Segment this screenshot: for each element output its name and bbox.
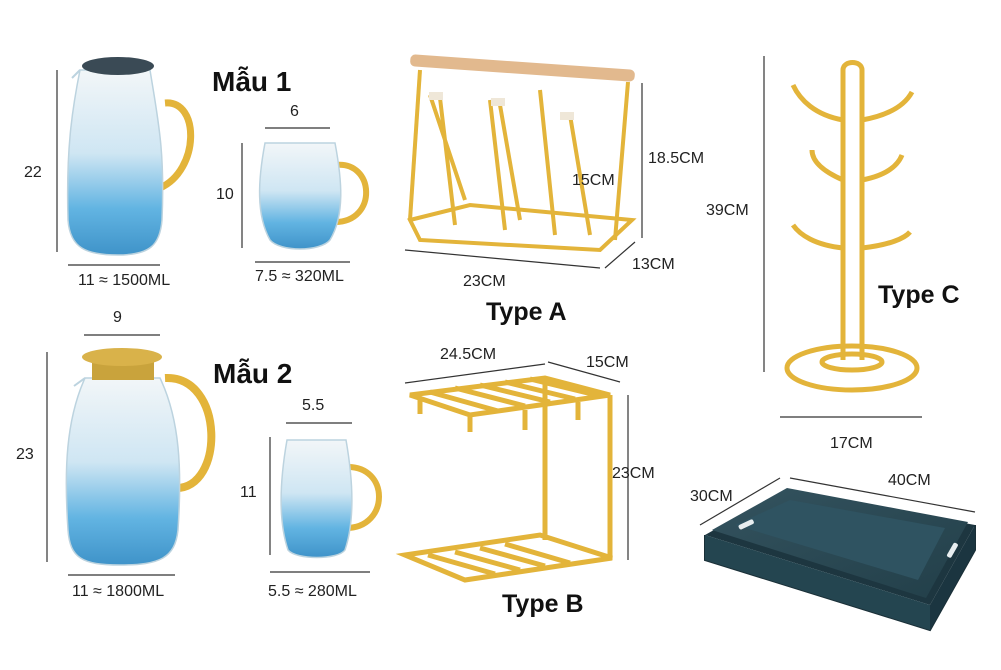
- dim-line: [604, 241, 636, 269]
- dim-line: [547, 361, 621, 383]
- pitcher-2: [65, 348, 216, 566]
- set2-title: Mẫu 2: [213, 358, 293, 389]
- type-a-length: 23CM: [463, 273, 506, 290]
- dim-line: [699, 477, 781, 526]
- type-b-length: 24.5CM: [440, 346, 497, 363]
- type-c-height: 39CM: [706, 202, 749, 219]
- cup-1: [258, 142, 370, 250]
- type-b-height: 23CM: [612, 465, 655, 482]
- type-a-depth: 13CM: [632, 256, 675, 273]
- type-b-title: Type B: [502, 590, 584, 618]
- tray-width: 30CM: [690, 488, 733, 505]
- type-c-base: 17CM: [830, 435, 873, 452]
- pitcher2-height: 23: [16, 446, 34, 463]
- dim-line: [404, 249, 601, 269]
- type-a-rack: [407, 54, 637, 253]
- serving-tray: [704, 488, 976, 632]
- cup2-height: 11: [240, 484, 257, 501]
- dim-line: [789, 477, 976, 513]
- type-c-title: Type C: [878, 281, 960, 309]
- pitcher2-capacity: 11 ≈ 1800ML: [72, 583, 165, 600]
- cup-2: [280, 439, 382, 559]
- pitcher-1: [66, 57, 195, 256]
- type-a-height: 18.5CM: [648, 150, 705, 167]
- cup2-capacity: 5.5 ≈ 280ML: [268, 583, 357, 600]
- set1-title: Mẫu 1: [212, 66, 292, 97]
- type-a-inner-height: 15CM: [572, 172, 615, 189]
- tray-length: 40CM: [888, 472, 931, 489]
- cup1-capacity: 7.5 ≈ 320ML: [255, 268, 344, 285]
- cup2-width: 5.5: [302, 397, 325, 414]
- type-b-depth: 15CM: [586, 354, 629, 371]
- pitcher1-height: 22: [24, 164, 42, 181]
- type-b-rack: [395, 375, 613, 583]
- dim-line: [404, 363, 546, 384]
- type-a-title: Type A: [486, 298, 567, 326]
- pitcher1-capacity: 11 ≈ 1500ML: [78, 272, 171, 289]
- cup1-height: 10: [216, 186, 234, 203]
- pitcher2-width: 9: [113, 309, 122, 326]
- cup1-width: 6: [290, 103, 299, 120]
- type-c-tree: [784, 60, 920, 393]
